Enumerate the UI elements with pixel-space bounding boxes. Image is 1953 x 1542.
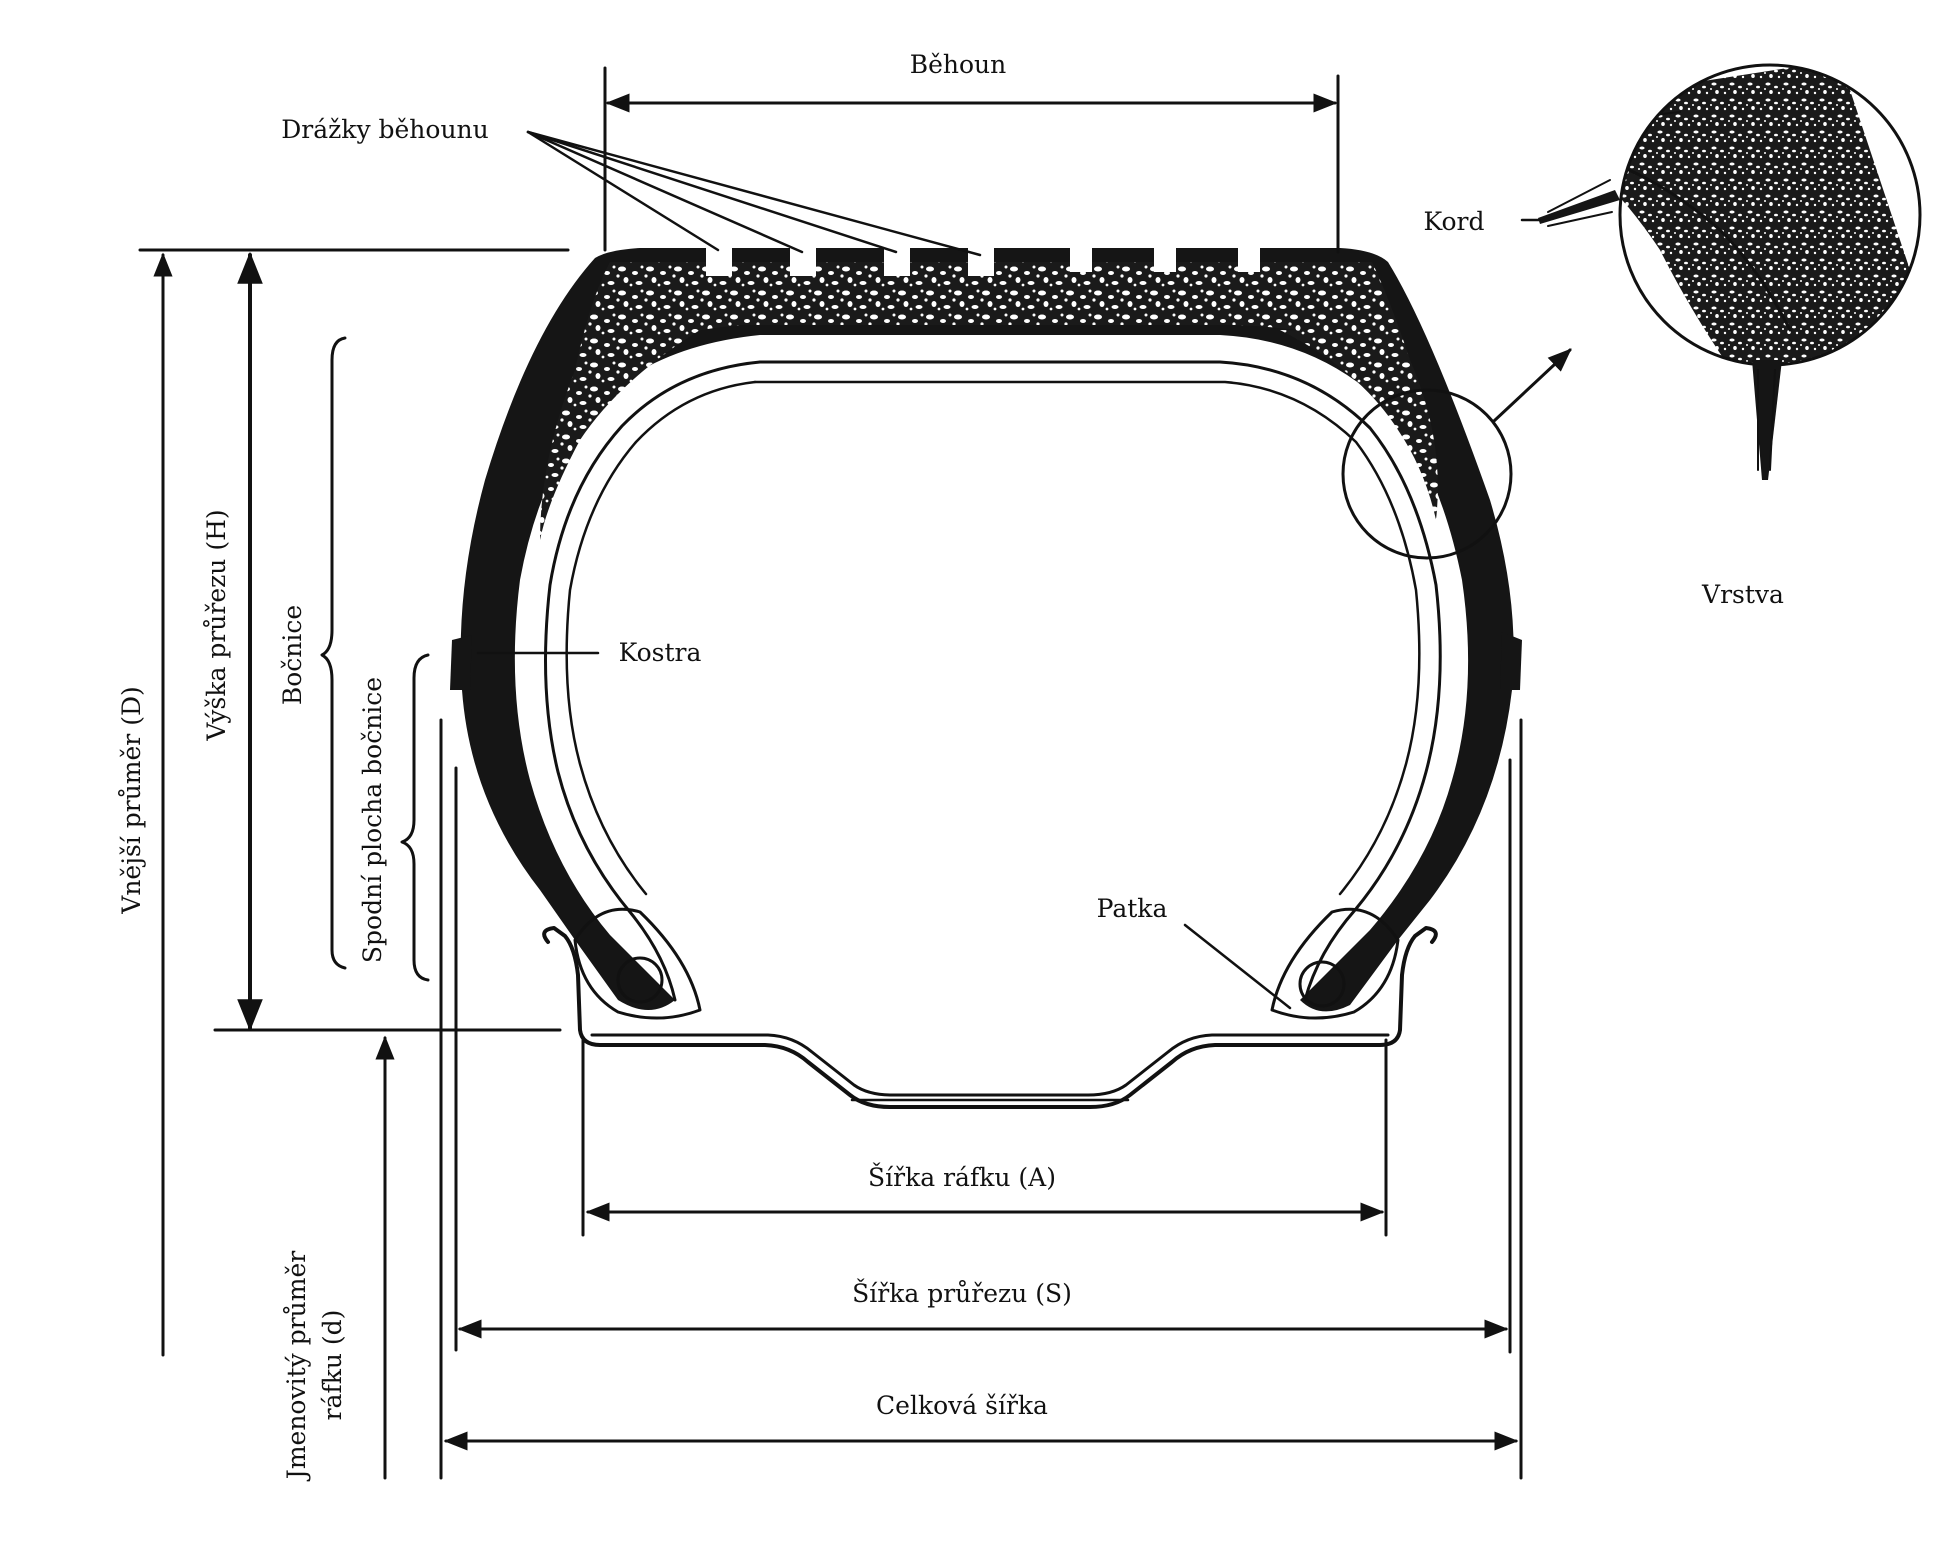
inner-liner-outline-left (544, 360, 762, 1002)
right-sidewall-rib (1500, 632, 1522, 690)
rim-outline-outer (542, 926, 1438, 1109)
bead-leader (1183, 923, 1292, 1010)
sidewall-brace (320, 336, 347, 970)
right-shoulder (1280, 330, 1438, 520)
left-shoulder (540, 330, 700, 540)
label-rim-width: Šířka ráfku (A) (868, 1163, 1056, 1192)
label-carcass: Kostra (619, 638, 702, 667)
labels: Běhoun Drážky běhounu Kord Vrstva Kostra… (117, 50, 1784, 1482)
tire-outer-casing (460, 248, 1514, 1012)
left-bead (573, 907, 702, 1020)
label-tread-grooves: Drážky běhounu (281, 115, 489, 144)
left-sidewall-rib (450, 635, 472, 690)
detail-magnifier (1341, 63, 1922, 560)
label-sidewall: Bočnice (278, 605, 307, 705)
detail-arrow (1492, 348, 1572, 423)
label-cord: Kord (1423, 207, 1484, 236)
label-section-height: Výška průřezu (H) (202, 509, 231, 741)
inner-liner (530, 352, 1454, 1002)
tread-grooves (706, 246, 1260, 276)
lower-sidewall-brace (400, 653, 430, 982)
rim (542, 926, 1438, 1109)
label-lower-sidewall: Spodní plocha bočnice (358, 677, 387, 963)
right-bead (1270, 907, 1400, 1020)
label-rim-diameter-line2: ráfku (d) (318, 1310, 347, 1421)
ply-fibers (1752, 360, 1782, 480)
label-tread: Běhoun (910, 50, 1007, 79)
label-section-width: Šířka průřezu (S) (852, 1279, 1072, 1308)
detail-rubber (1620, 65, 1920, 365)
label-ply: Vrstva (1701, 580, 1784, 609)
carcass-ply-left (565, 380, 757, 896)
label-bead: Patka (1097, 894, 1168, 923)
carcass-ply (753, 380, 1421, 896)
label-overall-width: Celková šířka (876, 1391, 1048, 1420)
groove-leaders (526, 130, 982, 257)
tread-band (575, 262, 1410, 370)
cord-fibers (1538, 190, 1620, 224)
label-rim-diameter-line1: Jmenovitý průměr (282, 1251, 311, 1482)
rim-outline-inner (590, 1033, 1390, 1097)
dimension-lines (138, 66, 1542, 1480)
tire-body (450, 246, 1522, 1020)
detail-source-circle (1341, 388, 1513, 560)
label-outer-diameter: Vnější průměr (D) (117, 686, 146, 914)
